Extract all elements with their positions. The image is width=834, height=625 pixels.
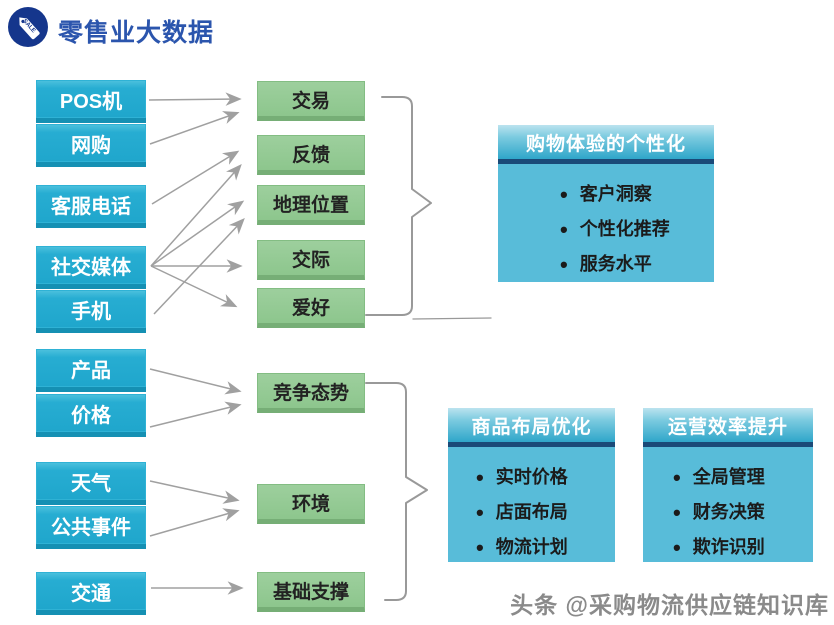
panel-title: 购物体验的个性化 (498, 125, 714, 164)
category-box-infrastructure: 基础支撑 (257, 572, 365, 612)
category-box-geolocation: 地理位置 (257, 185, 365, 225)
panel-merchandise-layout: 商品布局优化 实时价格 店面布局 物流计划 (448, 408, 615, 562)
panel-item-list: 实时价格 店面布局 物流计划 (448, 460, 615, 565)
panel-item: 财务决策 (673, 495, 813, 530)
panel-item: 个性化推荐 (560, 212, 714, 247)
panel-item: 全局管理 (673, 460, 813, 495)
panel-title: 运营效率提升 (643, 408, 813, 447)
source-box-mobile: 手机 (36, 290, 146, 333)
panel-item: 欺诈识别 (673, 530, 813, 565)
panel-item: 实时价格 (476, 460, 615, 495)
panel-item: 物流计划 (476, 530, 615, 565)
source-box-social-media: 社交媒体 (36, 246, 146, 289)
panel-operational-efficiency: 运营效率提升 全局管理 财务决策 欺诈识别 (643, 408, 813, 562)
category-box-hobby: 爱好 (257, 288, 365, 328)
source-box-price: 价格 (36, 394, 146, 437)
source-box-public-event: 公共事件 (36, 506, 146, 549)
source-box-online-shopping: 网购 (36, 124, 146, 167)
category-box-feedback: 反馈 (257, 135, 365, 175)
source-box-traffic: 交通 (36, 572, 146, 615)
panel-item: 服务水平 (560, 247, 714, 282)
panel-item: 店面布局 (476, 495, 615, 530)
category-box-competition: 竞争态势 (257, 373, 365, 413)
category-box-environment: 环境 (257, 484, 365, 524)
watermark: 头条 @采购物流供应链知识库 (510, 592, 829, 618)
source-box-service-call: 客服电话 (36, 185, 146, 228)
source-to-category-arrows (148, 92, 245, 595)
panel-item-list: 客户洞察 个性化推荐 服务水平 (498, 177, 714, 282)
category-box-transaction: 交易 (257, 81, 365, 121)
panel-title: 商品布局优化 (448, 408, 615, 447)
panel-item: 客户洞察 (560, 177, 714, 212)
sale-tag-icon: SALE (8, 7, 48, 47)
panel-item-list: 全局管理 财务决策 欺诈识别 (643, 460, 813, 565)
category-box-social: 交际 (257, 240, 365, 280)
panel-personalized-shopping: 购物体验的个性化 客户洞察 个性化推荐 服务水平 (498, 125, 714, 282)
source-box-weather: 天气 (36, 462, 146, 505)
source-box-pos: POS机 (36, 80, 146, 123)
page-title: 零售业大数据 (58, 19, 215, 47)
source-box-product: 产品 (36, 349, 146, 392)
